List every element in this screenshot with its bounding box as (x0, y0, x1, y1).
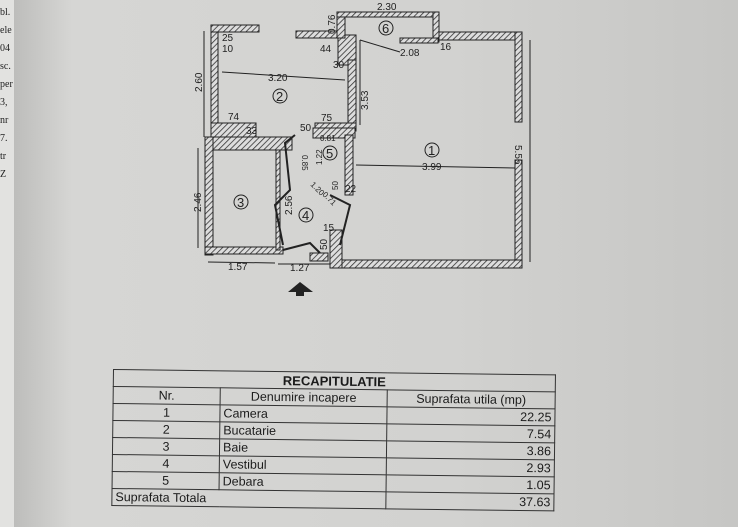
page-fragment: nr (0, 115, 9, 126)
dim-label: 15 (323, 223, 335, 234)
dim-label: 3.99 (422, 162, 442, 173)
dim-label: 16 (440, 42, 452, 53)
dim-label: 44 (320, 44, 332, 55)
row-name: Bucatarie (219, 421, 387, 441)
dim-label: 2.08 (400, 48, 420, 59)
page-fragment: 7. (0, 133, 8, 144)
dimension-lines (197, 31, 531, 265)
row-name: Debara (219, 472, 387, 492)
room-numbers: 1 2 3 4 5 6 (233, 20, 440, 223)
dim-label: 3.53 (360, 90, 371, 110)
dim-label: 50 (300, 123, 312, 134)
column-header: Suprafata utila (mp) (387, 389, 556, 409)
total-label: Suprafata Totala (111, 488, 387, 509)
dim-label: 50 (319, 238, 330, 250)
dim-label: 2.46 (193, 192, 204, 212)
dim-label: 0.85 (300, 155, 309, 171)
recap-table: RECAPITULATIE Nr. Denumire incapere Supr… (111, 369, 556, 511)
dim-label: 2.56 (284, 195, 295, 215)
dim-label: 74 (228, 112, 240, 123)
walls (204, 11, 523, 269)
column-header: Nr. (113, 386, 221, 405)
row-area: 1.05 (386, 474, 555, 494)
page-fragment: sc. (0, 61, 11, 72)
page-fragment: 04 (0, 43, 10, 54)
dim-label: 33 (246, 126, 258, 137)
page-fragment: tr (0, 151, 7, 162)
row-name: Camera (219, 404, 388, 424)
row-nr: 3 (112, 437, 220, 456)
column-header: Denumire incapere (220, 387, 388, 407)
dim-label: 3.20 (268, 73, 288, 84)
room-number: 2 (276, 89, 283, 104)
total-value: 37.63 (385, 491, 555, 511)
row-nr: 4 (112, 454, 220, 473)
page-fragment: bl. (0, 7, 11, 18)
row-nr: 5 (112, 471, 220, 490)
row-name: Baie (219, 438, 387, 458)
arrow-up-icon (288, 282, 313, 296)
room-number: 1 (428, 143, 435, 158)
dim-label: 5.56 (512, 145, 523, 165)
row-name: Vestibul (219, 455, 387, 475)
dim-label: 75 (321, 113, 333, 124)
dim-label: 10 (222, 44, 234, 55)
row-area: 22.25 (386, 406, 556, 426)
dim-label: 22 (345, 184, 357, 195)
room-number: 4 (302, 208, 309, 223)
row-area: 2.93 (386, 457, 555, 477)
room-number: 3 (237, 195, 244, 210)
dim-label: 1.57 (228, 262, 248, 273)
row-nr: 1 (112, 403, 221, 422)
dimension-labels: 2.30 0.76 25 10 44 30 16 2.08 3.20 2.60 … (193, 2, 523, 274)
dim-label: 0.81 (320, 134, 336, 143)
row-nr: 2 (112, 420, 220, 439)
page-fragment: 3, (0, 97, 8, 108)
dim-label: 2.30 (377, 2, 397, 13)
room-number: 5 (326, 146, 333, 161)
floor-plan: 1 2 3 4 5 6 2.30 0.76 25 10 44 30 16 2.0… (193, 2, 531, 296)
dim-label: 1.27 (290, 263, 310, 274)
page-fragment: Z (0, 169, 7, 180)
dim-label: 1.22 (315, 149, 324, 165)
dim-label: 0.71 (321, 190, 339, 208)
dim-label: 30 (333, 60, 345, 71)
page-fragment: ele (0, 25, 12, 36)
dim-label: 25 (222, 33, 234, 44)
dim-label: 2.60 (194, 72, 205, 92)
row-area: 7.54 (386, 423, 555, 443)
dim-label: 50 (331, 181, 340, 190)
page-fragment: per (0, 79, 13, 90)
dim-label: 0.76 (327, 14, 338, 34)
row-area: 3.86 (386, 440, 555, 460)
room-number: 6 (382, 21, 389, 36)
